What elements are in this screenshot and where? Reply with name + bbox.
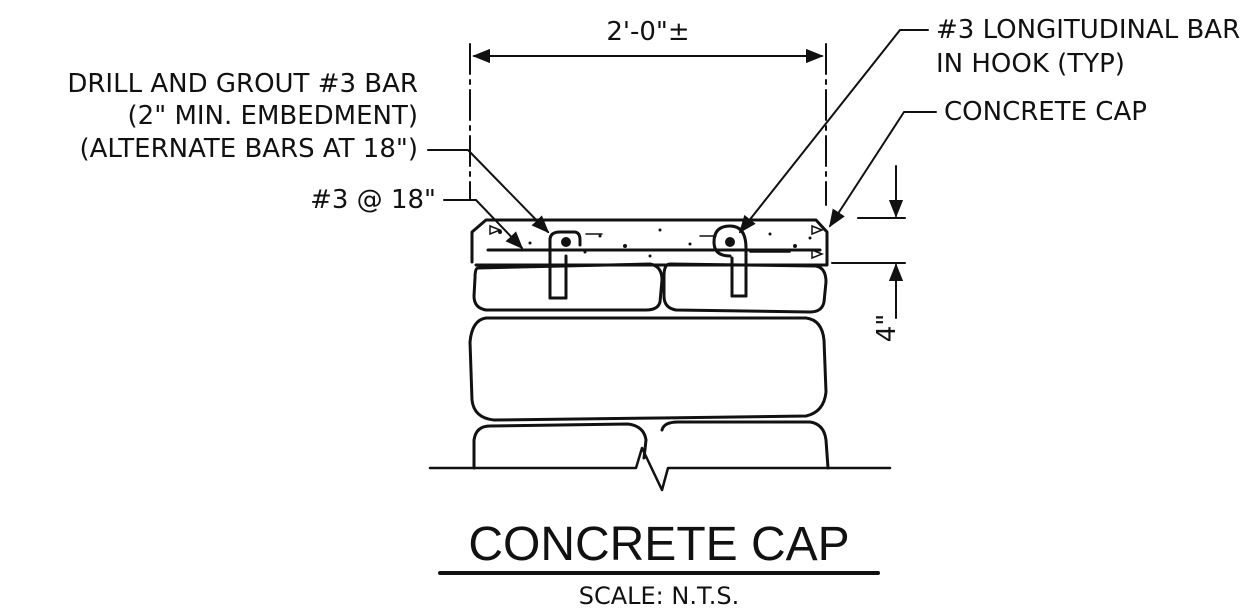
drawing-title: CONCRETE CAP	[468, 518, 849, 571]
concrete-cap-label: CONCRETE CAP	[944, 97, 1147, 127]
drill-grout-label-line2: (2" MIN. EMBEDMENT)	[128, 101, 418, 131]
drill-grout-label-line3: (ALTERNATE BARS AT 18")	[79, 134, 418, 164]
drill-grout-bar-left	[548, 230, 582, 300]
longitudinal-bar-left	[561, 237, 571, 247]
spacing-label: #3 @ 18"	[310, 185, 436, 215]
longitudinal-bar-label-line2: IN HOOK (TYP)	[936, 49, 1125, 79]
width-dimension-label: 2'-0"±	[606, 17, 689, 47]
scale-note: SCALE: N.T.S.	[579, 582, 740, 610]
drill-grout-bar-right	[712, 224, 748, 298]
stone-bottom-left	[472, 422, 648, 470]
width-dimension: 2'-0"±	[469, 17, 827, 206]
drill-grout-label-line1: DRILL AND GROUT #3 BAR	[67, 69, 418, 99]
height-dimension-label: 4"	[872, 314, 902, 343]
stone-wall	[428, 262, 892, 492]
concrete-cap-slab	[470, 218, 829, 267]
longitudinal-bar-label-line1: #3 LONGITUDINAL BAR	[936, 15, 1240, 45]
stone-middle	[468, 316, 828, 422]
reinforcement-bars	[486, 224, 822, 300]
stone-bottom-right	[660, 420, 830, 470]
stone-top-right	[662, 262, 828, 314]
height-dimension: 4"	[831, 165, 906, 343]
title-block: CONCRETE CAP SCALE: N.T.S.	[438, 518, 880, 610]
longitudinal-bar-right	[725, 237, 735, 247]
callouts: DRILL AND GROUT #3 BAR (2" MIN. EMBEDMEN…	[67, 15, 1240, 250]
ground-line	[428, 446, 892, 492]
stone-top-left	[472, 262, 664, 312]
